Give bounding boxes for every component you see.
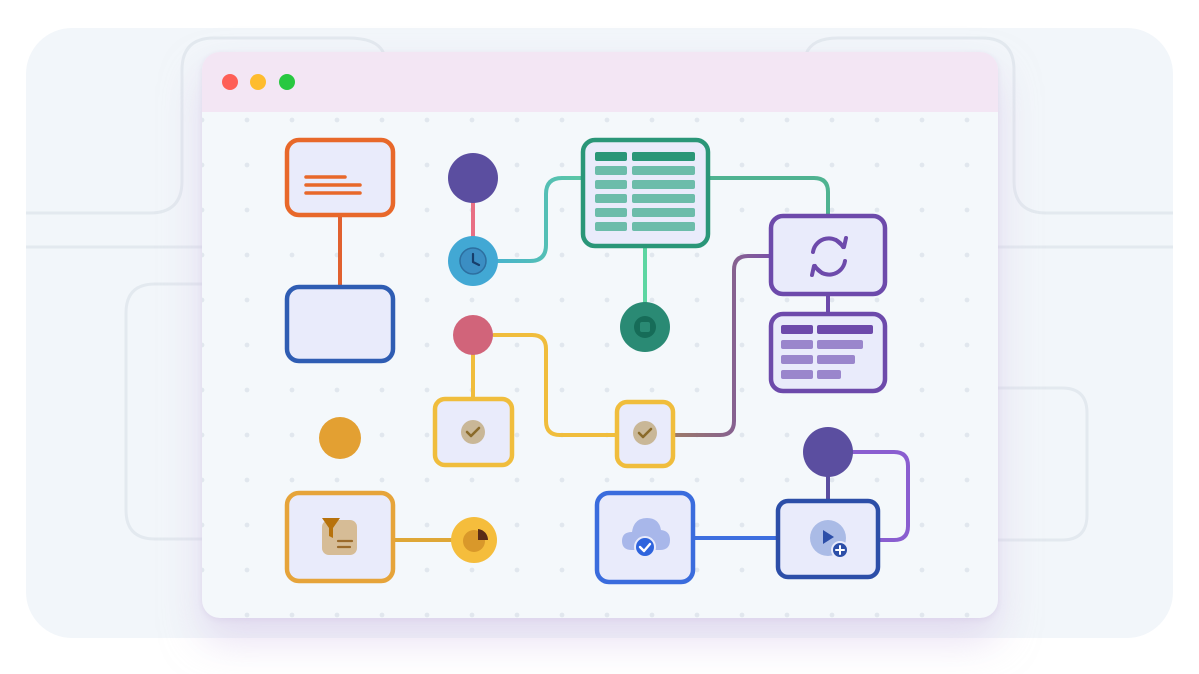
minimize-dot[interactable] (250, 74, 266, 90)
diagram-canvas (202, 112, 998, 618)
junction-purple-bottom[interactable] (803, 427, 853, 477)
clock-icon (459, 247, 487, 275)
connector-check2-to-sync (671, 254, 773, 437)
video-add-icon (810, 520, 849, 559)
deco-box-right (996, 386, 1089, 542)
connector-purple-loop (850, 450, 910, 542)
funnel-list-icon (322, 518, 357, 555)
maximize-dot[interactable] (279, 74, 295, 90)
node-blank-card[interactable] (284, 284, 396, 364)
node-table-card[interactable] (580, 137, 711, 249)
node-video-card[interactable] (775, 498, 881, 580)
node-text-card[interactable] (284, 137, 396, 218)
cloud-check-icon (622, 518, 670, 558)
close-dot[interactable] (222, 74, 238, 90)
deco-line-left-top (26, 36, 386, 215)
junction-rose[interactable] (453, 315, 493, 355)
node-filter-card[interactable] (284, 490, 396, 584)
table-icon (595, 152, 695, 231)
connector-rose-to-check (492, 333, 619, 437)
sync-arrows-icon (810, 236, 848, 277)
check-circle-icon (633, 421, 657, 445)
check-circle-icon (461, 420, 485, 444)
junction-pie[interactable] (451, 517, 497, 563)
junction-stop[interactable] (620, 302, 670, 352)
connector-clock-to-table (495, 176, 584, 263)
deco-box-left (124, 282, 204, 541)
junction-purple-top[interactable] (448, 153, 498, 203)
deco-line-right-top (804, 36, 1173, 215)
node-check-card-2[interactable] (614, 399, 676, 469)
pie-chart-icon (463, 529, 489, 552)
junction-gold[interactable] (319, 417, 361, 459)
window-titlebar (202, 52, 998, 112)
stop-icon (634, 316, 656, 338)
node-check-card-1[interactable] (432, 396, 515, 468)
node-sync-card[interactable] (768, 213, 888, 297)
connector-table-to-sync (706, 176, 830, 218)
node-cloud-card[interactable] (594, 490, 696, 585)
list-bars-icon (781, 325, 873, 379)
app-window (202, 52, 998, 618)
node-list-card[interactable] (768, 311, 888, 394)
flow-diagram (202, 112, 998, 618)
text-lines-icon (304, 175, 362, 195)
junction-clock[interactable] (448, 236, 498, 286)
